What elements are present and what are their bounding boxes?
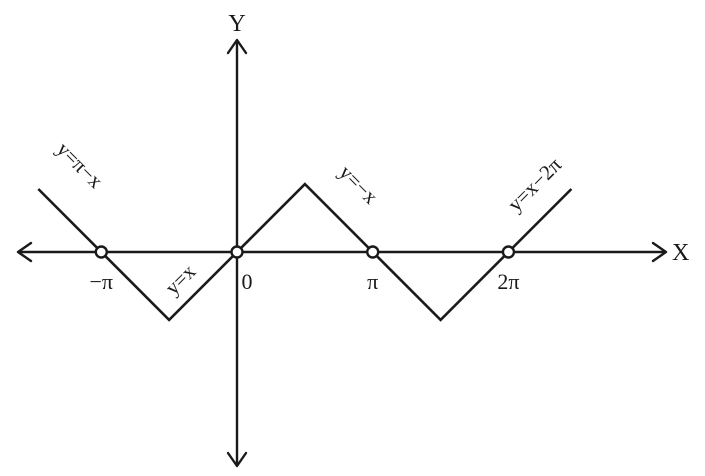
x-tick-label-1: 0 [242, 269, 253, 294]
axes [16, 38, 668, 468]
series-line-0 [37, 182, 573, 322]
open-point-3 [501, 245, 516, 259]
segment-label-3: y=x−2π [503, 152, 567, 216]
y-axis-arrow-down [226, 451, 248, 468]
tick-labels: −π 0 π 2π [90, 269, 520, 294]
x-tick-label-2: π [367, 269, 378, 294]
curve-layer [37, 182, 573, 322]
x-axis-arrow-right [651, 241, 668, 263]
open-point-2 [366, 245, 380, 259]
open-points [94, 245, 516, 259]
x-axis-arrow-left [16, 241, 33, 263]
open-point-1 [230, 245, 244, 259]
y-axis-arrow-up [226, 38, 248, 55]
x-axis-title: X [672, 240, 689, 266]
y-axis-title: Y [228, 11, 245, 37]
segment-label-2: y=−x [334, 160, 383, 209]
open-point-0 [94, 245, 108, 259]
segment-label-0: y=π−x [52, 137, 108, 193]
x-tick-label-3: 2π [497, 269, 519, 294]
x-tick-label-0: −π [90, 269, 114, 294]
